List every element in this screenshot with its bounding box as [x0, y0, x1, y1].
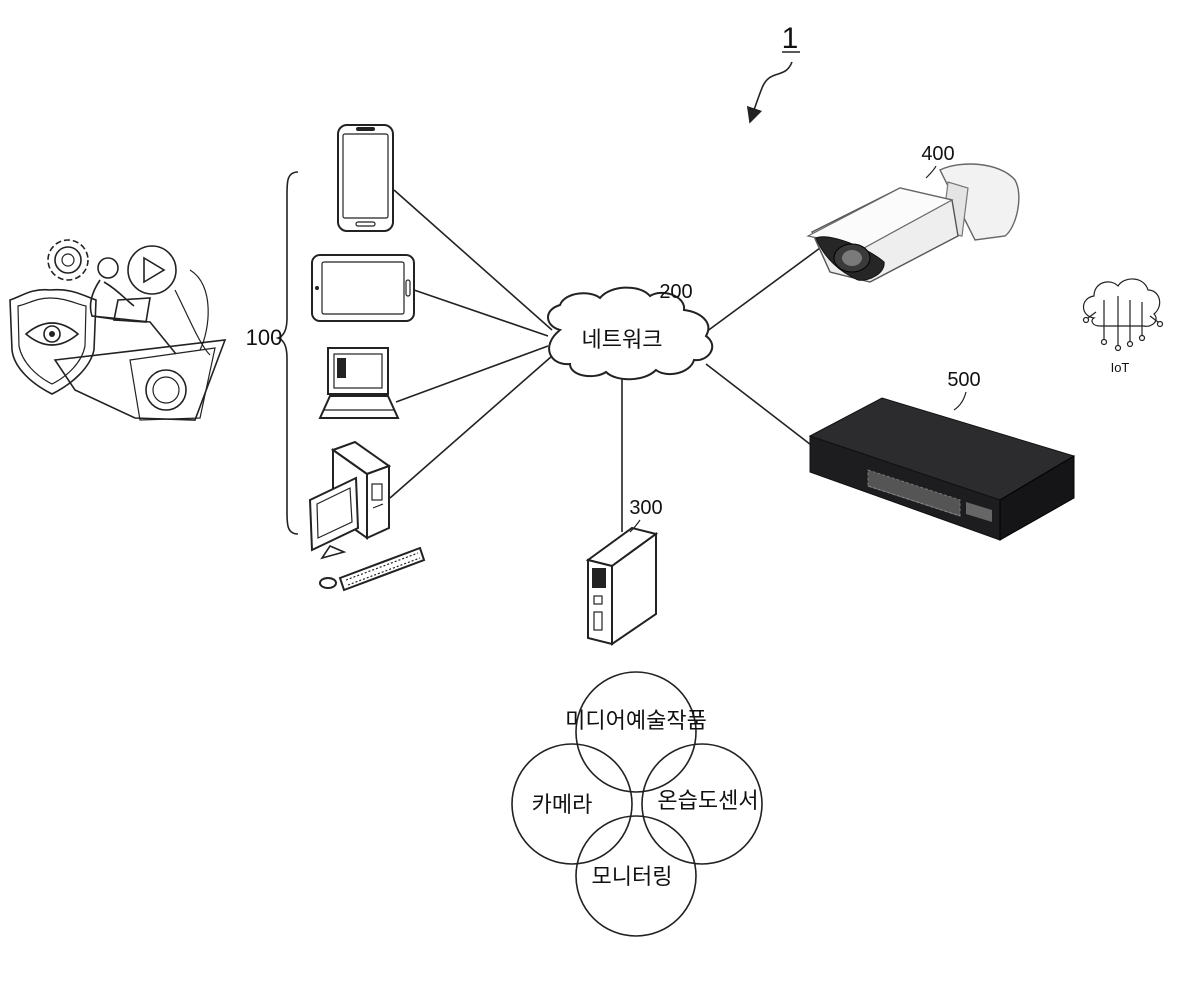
- person-with-laptop: [90, 258, 176, 354]
- desk-surface: [55, 340, 225, 420]
- laptop-icon: [320, 348, 398, 418]
- shield-eye-icon: [10, 290, 96, 394]
- link-smartphone: [394, 190, 552, 330]
- link-tablet: [414, 290, 548, 336]
- venn-label-right: 온습도센서: [657, 788, 758, 813]
- monitoring-illustration: [10, 240, 225, 420]
- terminals-bracket: 100: [246, 172, 298, 534]
- figure-number: 1: [752, 22, 800, 116]
- desktop-computer-icon: [310, 442, 424, 590]
- link-laptop: [396, 346, 548, 402]
- venn-label-bottom: 모니터링: [592, 864, 673, 889]
- venn-label-top: 미디어예술작품: [565, 708, 707, 733]
- venn-label-left: 카메라: [532, 792, 593, 817]
- play-icon: [128, 246, 176, 294]
- iot-icon: IoT: [1084, 279, 1163, 375]
- ref-100: 100: [246, 325, 283, 350]
- speaker-icon: [146, 370, 186, 410]
- link-switch: [706, 364, 815, 448]
- network-cloud: 네트워크 200: [548, 281, 712, 379]
- ref-500: 500: [947, 369, 980, 391]
- ref-400: 400: [921, 143, 954, 165]
- venn-diagram: 미디어예술작품 카메라 온습도센서 모니터링: [512, 672, 762, 936]
- network-switch-icon: 500: [810, 369, 1074, 540]
- ref-200: 200: [659, 281, 692, 303]
- iot-label: IoT: [1111, 360, 1130, 375]
- smartphone-icon: [338, 125, 393, 231]
- link-desktop: [390, 356, 552, 498]
- tablet-icon: [312, 255, 414, 321]
- link-camera: [706, 248, 820, 332]
- network-label: 네트워크: [582, 327, 663, 352]
- server-icon: 300: [588, 497, 663, 644]
- cctv-camera-icon: 400: [808, 143, 1019, 282]
- ref-300: 300: [629, 497, 662, 519]
- gear-icon: [48, 240, 88, 280]
- svg-text:1: 1: [782, 22, 799, 55]
